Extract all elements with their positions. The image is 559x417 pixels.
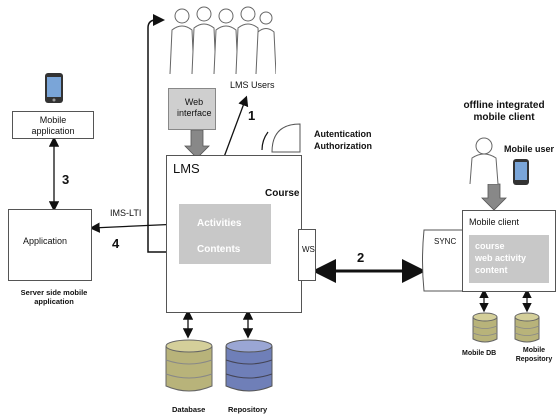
mobile-user-arrow — [481, 183, 507, 211]
arrow-ims-lti — [89, 222, 181, 233]
mobile-course-label: course — [475, 241, 505, 251]
auth-corner-icon — [271, 123, 301, 153]
mobile-client-label: Mobile client — [469, 217, 520, 227]
mobile-course-block: course web activity content — [469, 235, 549, 283]
mobile-repository-icon — [514, 312, 540, 343]
mobile-user-phone-icon — [513, 159, 529, 185]
mobile-user-icon — [469, 137, 499, 185]
users-link-line — [147, 14, 178, 253]
number-1: 1 — [248, 108, 256, 123]
activities-label: Activities — [197, 218, 242, 229]
mobile-application-label: Mobile application — [31, 115, 75, 136]
mobile-client-box: Mobile client course web activity conten… — [462, 210, 556, 292]
repository-label: Repository — [228, 405, 268, 414]
auth-label: Autentication Authorization — [314, 129, 372, 151]
mobile-db-label: Mobile DB — [462, 350, 497, 357]
ws-box: WS — [298, 229, 316, 281]
number-4: 4 — [112, 236, 120, 251]
web-interface-arrow — [184, 129, 210, 159]
auth-arrow — [261, 131, 269, 151]
mobile-application-box: Mobile application — [12, 111, 94, 139]
number-3: 3 — [62, 172, 70, 187]
sync-label: SYNC — [434, 236, 456, 247]
application-label: Application — [23, 236, 68, 246]
ims-lti-label: IMS-LTI — [110, 208, 142, 218]
ws-label: WS — [302, 245, 315, 254]
mobile-repository-label: Mobile Repository — [515, 347, 553, 363]
server-side-caption: Server side mobile application — [20, 288, 88, 306]
course-label: Course — [265, 188, 300, 199]
web-interface-block: Web interface — [168, 88, 216, 130]
application-box: Application — [8, 209, 92, 281]
phone-icon — [45, 73, 63, 103]
sync-tab — [422, 229, 464, 292]
number-2: 2 — [357, 250, 365, 265]
mobile-web-activity-label: web activity — [475, 253, 527, 263]
contents-label: Contents — [197, 244, 241, 255]
users-crowd-icon — [169, 6, 276, 75]
lms-title: LMS — [173, 161, 200, 176]
lms-users-label: LMS Users — [230, 80, 275, 90]
mobile-content-label: content — [475, 265, 508, 275]
offline-client-title: offline integrated mobile client — [463, 100, 545, 123]
web-interface-label: Web interface — [177, 97, 212, 118]
repository-icon — [225, 339, 273, 392]
mobile-db-icon — [472, 312, 498, 343]
mobile-user-label: Mobile user — [504, 144, 555, 154]
lms-box: LMS Course Activities Contents — [166, 155, 302, 313]
database-icon — [165, 339, 213, 392]
database-label: Database — [172, 405, 206, 414]
course-block: Activities Contents — [179, 204, 271, 264]
